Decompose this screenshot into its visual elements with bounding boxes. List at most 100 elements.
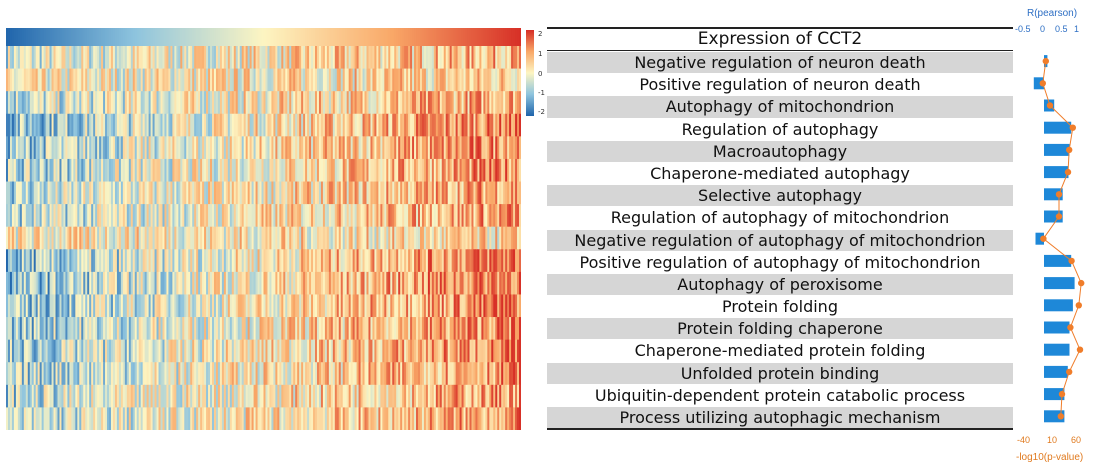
heatmap-cell (467, 339, 470, 363)
heatmap-cell (200, 339, 203, 363)
colorbar-segment (526, 106, 534, 108)
heatmap-cell (83, 158, 86, 183)
heatmap-cell (495, 181, 498, 205)
heatmap-cell (257, 249, 261, 273)
heatmap-cell (221, 68, 225, 92)
heatmap-annotation-cell (178, 28, 181, 46)
heatmap-cell (31, 294, 35, 318)
heatmap-cell (198, 91, 201, 115)
heatmap-cell (295, 294, 298, 318)
heatmap-cell (6, 113, 9, 137)
heatmap-cell (206, 136, 209, 160)
heatmap-cell (6, 339, 9, 363)
heatmap-cell (7, 181, 11, 205)
heatmap-cell (303, 271, 306, 295)
heatmap-cell (318, 46, 322, 70)
heatmap-cell (89, 362, 92, 386)
heatmap-cell (251, 91, 255, 115)
heatmap-cell (297, 46, 300, 70)
heatmap-cell (410, 384, 413, 408)
heatmap-cell (453, 158, 457, 183)
heatmap-annotation-cell (241, 28, 245, 46)
heatmap-cell (471, 113, 474, 137)
heatmap-cell (491, 204, 494, 228)
heatmap-annotation-cell (69, 28, 72, 46)
heatmap-cell (97, 271, 100, 295)
heatmap-cell (370, 226, 373, 250)
colorbar-segment (526, 36, 534, 38)
heatmap-cell (156, 339, 160, 363)
heatmap-cell (138, 158, 142, 183)
heatmap-cell (217, 46, 221, 70)
heatmap-cell (23, 136, 27, 160)
heatmap-cell (287, 339, 290, 363)
heatmap-cell (77, 271, 80, 295)
heatmap-cell (271, 204, 274, 228)
heatmap-cell (210, 91, 213, 115)
heatmap-cell (336, 317, 340, 341)
heatmap-cell (227, 407, 231, 430)
heatmap-cell (344, 91, 348, 115)
heatmap-cell (97, 226, 100, 250)
heatmap-cell (158, 226, 161, 250)
heatmap-annotation-cell (364, 28, 367, 46)
heatmap-cell (23, 158, 27, 183)
heatmap-annotation-cell (255, 28, 259, 46)
heatmap-cell (378, 407, 381, 430)
heatmap-cell (370, 362, 373, 386)
heatmap-cell (31, 46, 35, 70)
heatmap-cell (326, 158, 330, 183)
heatmap-cell (394, 68, 397, 92)
heatmap-cell (210, 226, 213, 250)
heatmap-cell (154, 317, 158, 341)
heatmap-cell (287, 181, 290, 205)
heatmap-cell (253, 271, 257, 295)
heatmap-cell (65, 136, 68, 160)
heatmap-cell (370, 384, 373, 408)
heatmap-annotation-cell (116, 28, 120, 46)
heatmap-cell (291, 294, 294, 318)
heatmap-cell (509, 46, 512, 70)
heatmap-cell (59, 136, 62, 160)
heatmap-cell (235, 339, 239, 363)
heatmap-cell (41, 339, 45, 363)
heatmap-cell (215, 339, 219, 363)
heatmap-cell (17, 249, 21, 273)
heatmap-annotation-cell (396, 28, 399, 46)
heatmap-cell (122, 339, 126, 363)
heatmap-cell (380, 226, 383, 250)
heatmap-cell (251, 204, 255, 228)
heatmap-cell (378, 384, 381, 408)
heatmap-cell (421, 339, 425, 363)
heatmap-cell (116, 249, 120, 273)
heatmap-cell (150, 46, 154, 70)
heatmap-cell (334, 407, 338, 430)
heatmap-cell (431, 158, 435, 183)
heatmap-cell (421, 407, 425, 430)
heatmap-cell (110, 407, 114, 430)
heatmap-cell (176, 46, 179, 70)
heatmap-cell (41, 158, 45, 183)
heatmap-cell (172, 362, 175, 386)
heatmap-cell (219, 91, 223, 115)
heatmap-cell (128, 249, 132, 273)
heatmap-cell (176, 317, 179, 341)
heatmap-cell (21, 204, 25, 228)
colorbar-segment (526, 62, 534, 64)
heatmap-cell (433, 317, 437, 341)
heatmap-cell (275, 91, 278, 115)
heatmap-cell (277, 204, 280, 228)
heatmap-cell (324, 317, 328, 341)
heatmap-cell (33, 226, 37, 250)
heatmap-cell (402, 113, 405, 137)
heatmap-cell (400, 384, 403, 408)
heatmap-cell (99, 158, 102, 183)
heatmap-cell (275, 317, 278, 341)
heatmap-cell (382, 384, 385, 408)
heatmap-cell (316, 226, 320, 250)
heatmap-cell (372, 158, 375, 183)
heatmap-cell (223, 136, 227, 160)
heatmap-cell (59, 181, 62, 205)
heatmap-annotation-cell (67, 28, 70, 46)
